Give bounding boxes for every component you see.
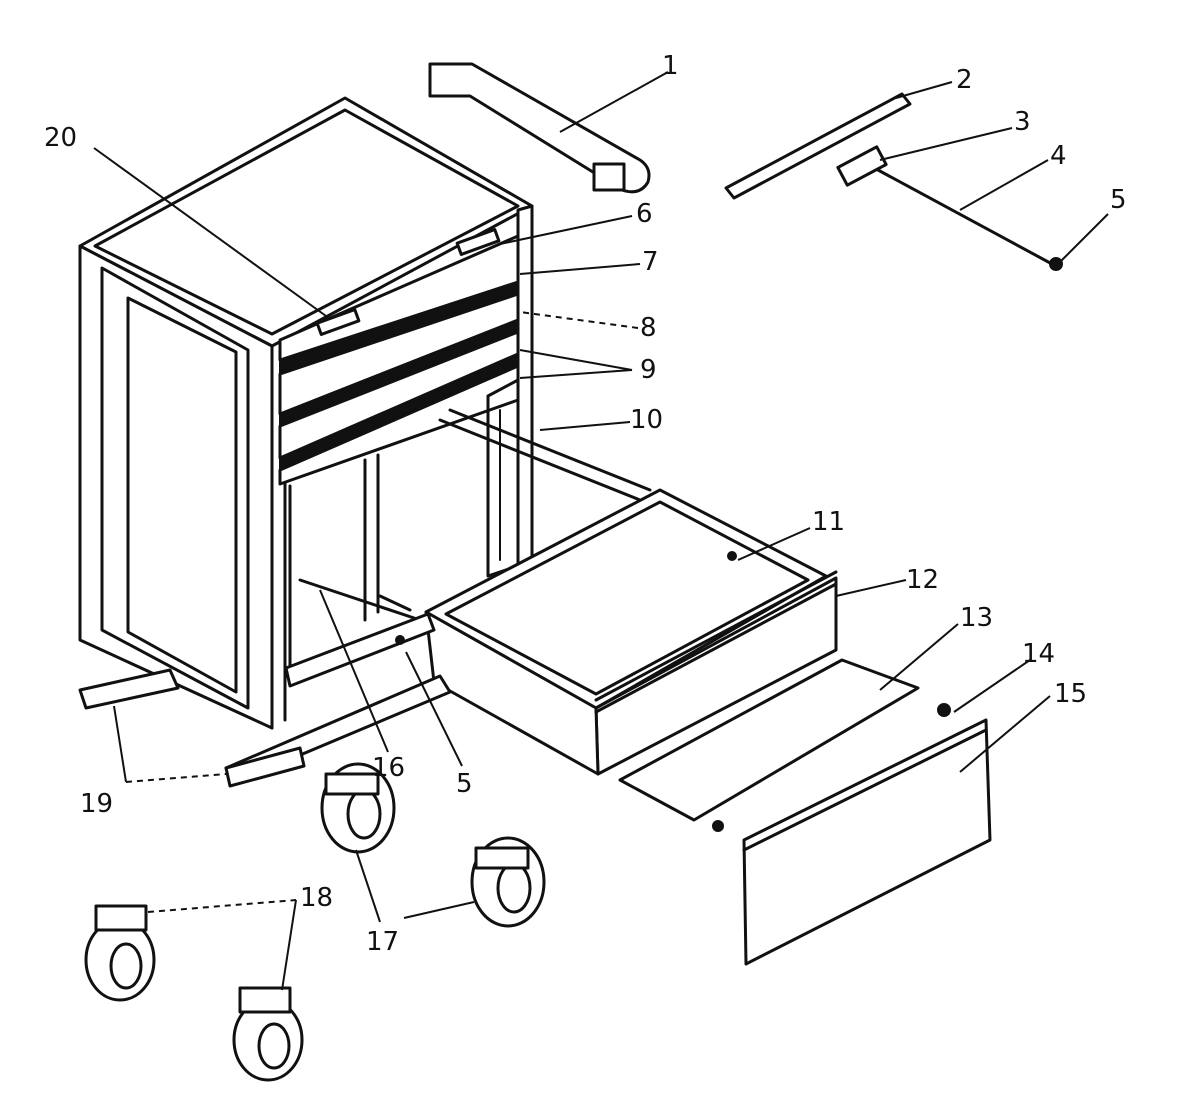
caster-18-right — [232, 986, 304, 1082]
callout-3: 3 — [1014, 107, 1031, 137]
callout-13: 13 — [960, 603, 993, 633]
callout-12: 12 — [906, 565, 939, 595]
lock-parts — [724, 92, 1063, 271]
caster-17-right — [470, 836, 546, 928]
upper-drawers — [278, 228, 520, 486]
callout-labels: 1 2 3 4 5 6 7 8 9 10 11 12 13 14 15 16 5… — [44, 51, 1127, 957]
callout-2: 2 — [956, 65, 973, 95]
base-skids — [78, 668, 306, 788]
callout-16: 16 — [372, 753, 405, 783]
callout-11: 11 — [812, 507, 845, 537]
caster-17-left — [320, 762, 396, 854]
callout-5-bottom: 5 — [456, 769, 473, 799]
callout-18: 18 — [300, 883, 333, 913]
casters — [84, 762, 546, 1082]
cabinet-interior — [288, 378, 652, 682]
leader-lines — [93, 71, 1109, 991]
handle-part — [428, 62, 651, 194]
callout-20: 20 — [44, 123, 77, 153]
callout-6: 6 — [636, 199, 653, 229]
callout-1: 1 — [662, 51, 679, 81]
caster-18-left — [84, 904, 156, 1002]
bottom-drawer — [424, 488, 838, 776]
callout-15: 15 — [1054, 679, 1087, 709]
callout-19: 19 — [80, 789, 113, 819]
callout-14: 14 — [1022, 639, 1055, 669]
callout-4: 4 — [1050, 141, 1067, 171]
drawer-front-parts — [618, 658, 992, 966]
callout-9: 9 — [640, 355, 657, 385]
callout-5-top: 5 — [1110, 185, 1127, 215]
callout-8: 8 — [640, 313, 657, 343]
callout-10: 10 — [630, 405, 663, 435]
callout-17: 17 — [366, 927, 399, 957]
callout-7: 7 — [642, 247, 659, 277]
